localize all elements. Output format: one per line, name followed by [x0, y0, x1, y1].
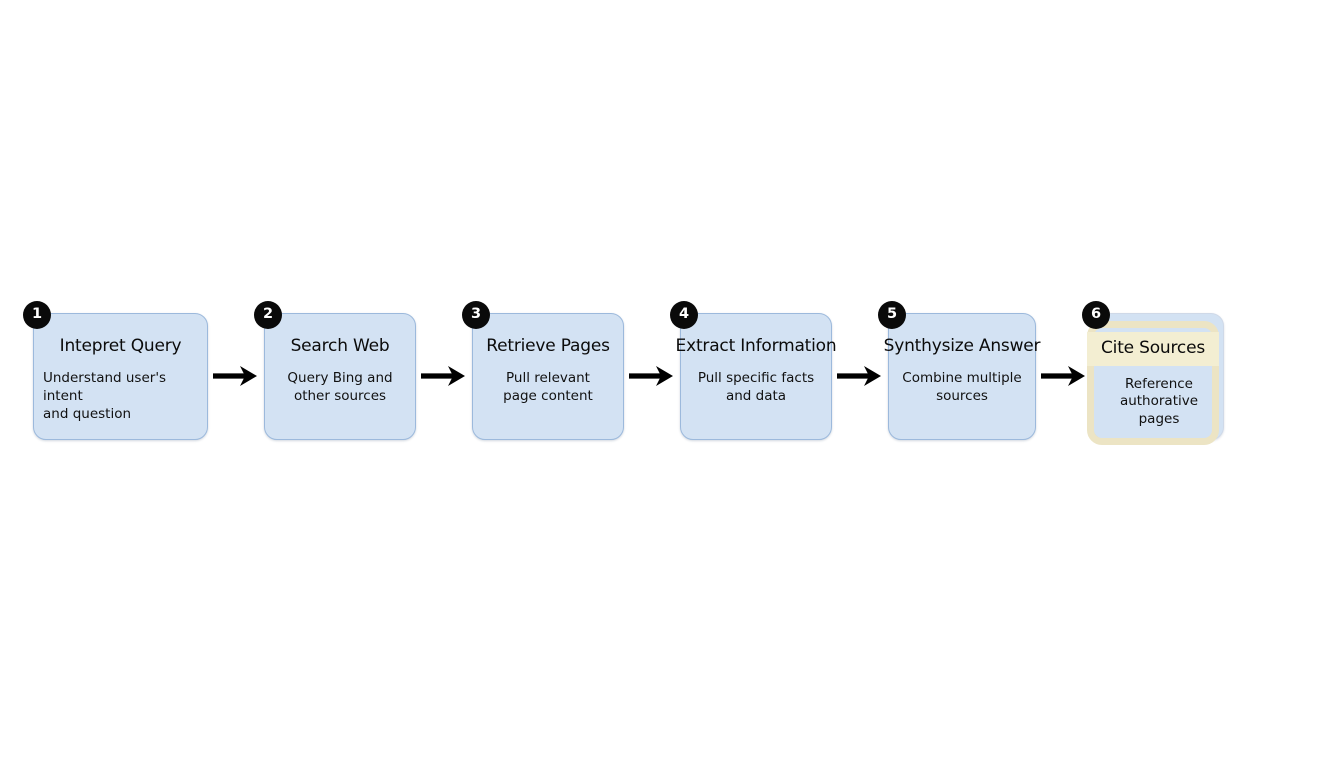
- step-description-line: Pull specific facts: [697, 370, 815, 387]
- arrow-right-icon-3: [624, 361, 680, 391]
- step-description-line: Combine multiple: [902, 370, 1022, 387]
- arrow-right-icon-2: [416, 361, 472, 391]
- step-number-badge-4: 4: [670, 300, 698, 329]
- flow-step-1[interactable]: 1 Intepret Query Understand user's inten…: [23, 300, 208, 440]
- step-title-2: Search Web: [290, 335, 390, 356]
- arrow-right-icon-4: [832, 361, 888, 391]
- flow-step-6[interactable]: 6 Cite Sources Reference authorative pag…: [1082, 300, 1225, 445]
- step-description-line: Pull relevant: [506, 370, 590, 387]
- cite-title-band: Cite Sources: [1087, 331, 1219, 366]
- flow-step-2[interactable]: 2 Search Web Query Bing and other source…: [254, 300, 416, 440]
- step-title-3: Retrieve Pages: [486, 335, 610, 356]
- step-description-5: Combine multiple sources: [896, 370, 1027, 406]
- step-description-line: Query Bing and: [287, 370, 393, 387]
- step-description-line: pages: [1138, 411, 1180, 428]
- step-number-badge-1: 1: [23, 300, 51, 329]
- step-description-3: Pull relevant page content: [497, 370, 599, 406]
- step-description-1: Understand user's intent and question: [34, 370, 207, 424]
- process-flow-row: 1 Intepret Query Understand user's inten…: [0, 296, 1344, 456]
- step-number-badge-5: 5: [878, 300, 906, 329]
- flow-step-5[interactable]: 5 Synthysize Answer Combine multiple sou…: [878, 300, 1041, 440]
- step-description-6: Reference authorative pages: [1093, 376, 1225, 430]
- step-description-line: other sources: [293, 388, 387, 405]
- arrow-right-icon-1: [208, 361, 264, 391]
- step-number-badge-3: 3: [462, 300, 490, 329]
- step-number-badge-2: 2: [254, 300, 282, 329]
- step-number-badge-6: 6: [1082, 300, 1110, 329]
- step-title-1: Intepret Query: [59, 335, 182, 356]
- arrow-right-icon-5: [1036, 361, 1092, 391]
- step-description-2: Query Bing and other sources: [281, 370, 398, 406]
- step-description-line: Understand user's intent: [43, 370, 167, 405]
- step-description-line: Reference: [1125, 375, 1193, 392]
- flow-step-3[interactable]: 3 Retrieve Pages Pull relevant page cont…: [462, 300, 624, 440]
- step-description-line: page content: [503, 388, 593, 405]
- step-description-line: and question: [43, 406, 132, 423]
- step-description-line: sources: [936, 388, 988, 405]
- step-title-6: Cite Sources: [1101, 338, 1205, 358]
- step-title-5: Synthysize Answer: [883, 335, 1041, 356]
- step-title-4: Extract Information: [675, 335, 837, 356]
- step-description-line: and data: [725, 388, 787, 405]
- step-description-4: Pull specific facts and data: [692, 370, 820, 406]
- flow-step-4[interactable]: 4 Extract Information Pull specific fact…: [670, 300, 837, 440]
- step-description-line: authorative: [1119, 393, 1199, 410]
